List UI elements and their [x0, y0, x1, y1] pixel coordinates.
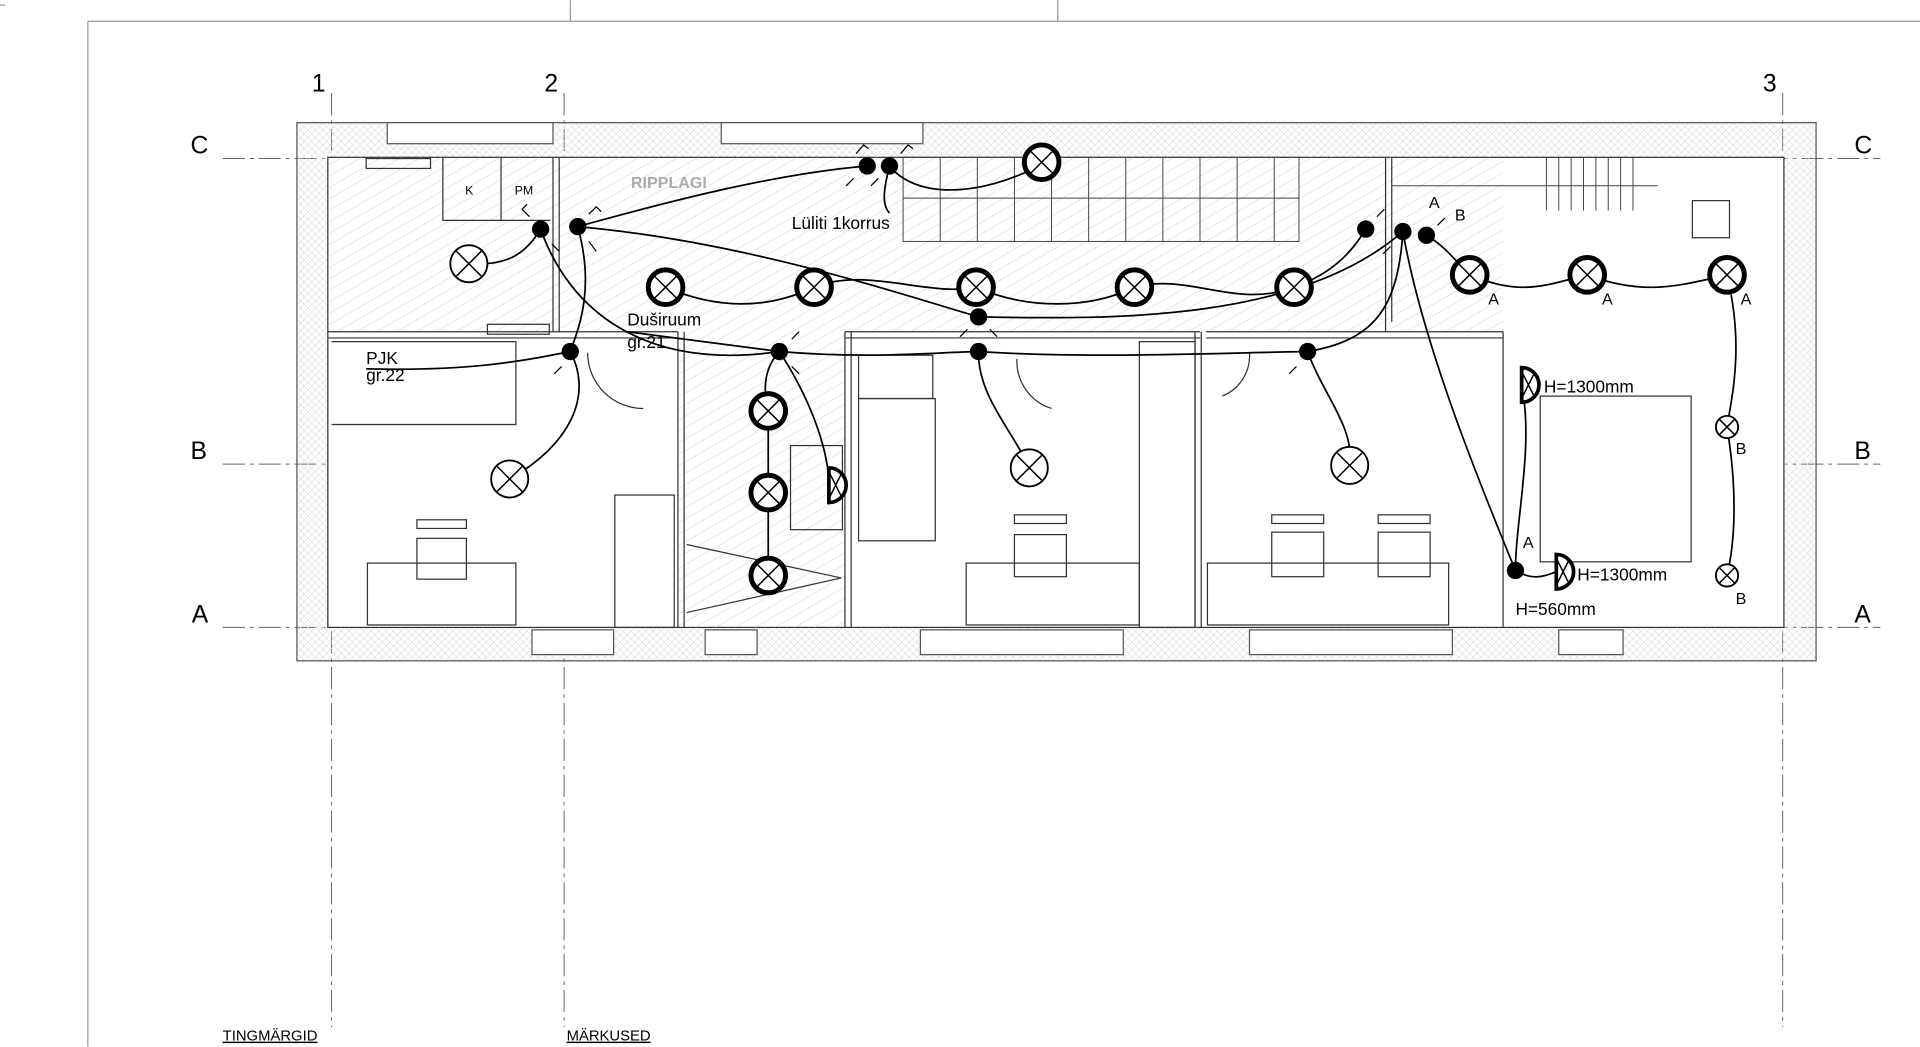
ceiling-light-icon [794, 267, 834, 308]
building-outline [296, 122, 1817, 662]
annotations: RIPPLAGI K PM Lüliti 1korrus Duširuum gr… [366, 174, 1751, 619]
grid-label-b-left: B [191, 438, 208, 465]
switch-icon [569, 217, 587, 236]
circuit-label-b: B [1455, 206, 1466, 224]
ceiling-light-icon [1567, 255, 1608, 295]
height-label: H=1300mm [1577, 564, 1667, 584]
group-21-label: gr.21 [627, 332, 665, 352]
interior-walls [327, 157, 1731, 629]
circuit-label-a: A [1523, 534, 1534, 552]
pendant-light-icon [1009, 448, 1049, 488]
grid-label-a-left: A [192, 601, 209, 628]
circuit-label-a: A [1488, 291, 1499, 309]
circuit-label-a: A [1741, 291, 1752, 309]
ceiling-lights [449, 142, 1747, 596]
switch-floor1-label: Lüliti 1korrus [792, 213, 890, 233]
ceiling-light-icon [1707, 255, 1747, 295]
pjk-label: PJK [366, 348, 398, 368]
switch-icon [858, 157, 876, 175]
switch-icon [1298, 342, 1317, 361]
switch-icon [880, 157, 899, 175]
switches [531, 157, 1525, 580]
room-label-k: K [465, 183, 474, 197]
switch-icon [561, 342, 579, 361]
circuit-label-b: B [1736, 440, 1747, 458]
ceiling-light-icon [1449, 255, 1490, 295]
ceiling-light-icon [748, 391, 789, 431]
room-label-pm: PM [515, 183, 534, 197]
ceiling-light-icon [956, 267, 996, 308]
staircase [902, 156, 1658, 242]
wall-light-icon [1519, 365, 1541, 405]
circuit-label-a: A [1429, 194, 1440, 212]
switch-icon [969, 342, 988, 361]
grid-label-a-right: A [1854, 601, 1871, 628]
grid-label-c-right: C [1854, 133, 1872, 160]
grid-label-b-right: B [1854, 438, 1871, 465]
pendant-light-icon [1330, 445, 1370, 485]
ceiling-light-icon [1021, 142, 1062, 183]
switch-icon [1417, 226, 1436, 244]
switch-icon [969, 308, 988, 326]
ceiling-light-icon [748, 472, 789, 513]
height-label: H=560mm [1515, 599, 1595, 619]
switch-icon [770, 342, 789, 361]
switch-icon [1357, 220, 1375, 238]
ceiling-light-icon [1114, 267, 1155, 308]
group-22-label: gr.22 [366, 365, 404, 385]
ceiling-light-icon [645, 267, 686, 308]
footer-titles: TINGMÄRGID MÄRKUSED [223, 1028, 651, 1045]
switch-icon [531, 220, 550, 238]
height-label: H=1300mm [1544, 376, 1634, 396]
ceiling-light-icon [748, 555, 789, 596]
switch-icon [1506, 561, 1525, 580]
small-light-icon [1714, 563, 1740, 588]
grid-label-2: 2 [544, 71, 558, 98]
shower-room-label: Duširuum [627, 310, 701, 330]
circuit-label-b: B [1736, 590, 1747, 608]
switch-icon [1394, 222, 1412, 241]
grid-labels: 1 2 3 C C B B A A [191, 71, 1873, 629]
pendant-light-icon [490, 459, 530, 499]
wall-light-icon [827, 465, 849, 505]
switch-ticks [521, 144, 1446, 375]
grid-label-1: 1 [312, 71, 326, 98]
grid-label-3: 3 [1763, 71, 1777, 98]
ceiling-light-icon [1274, 267, 1314, 308]
wall-light-icon [1554, 552, 1576, 591]
pendant-light-icon [449, 244, 489, 284]
circuit-label-a: A [1602, 291, 1613, 309]
grid-label-c-left: C [191, 133, 209, 160]
ceiling-label: RIPPLAGI [631, 174, 707, 192]
small-light-icon [1714, 414, 1740, 440]
legend-title: TINGMÄRGID [223, 1028, 318, 1045]
notes-title: MÄRKUSED [567, 1028, 651, 1045]
